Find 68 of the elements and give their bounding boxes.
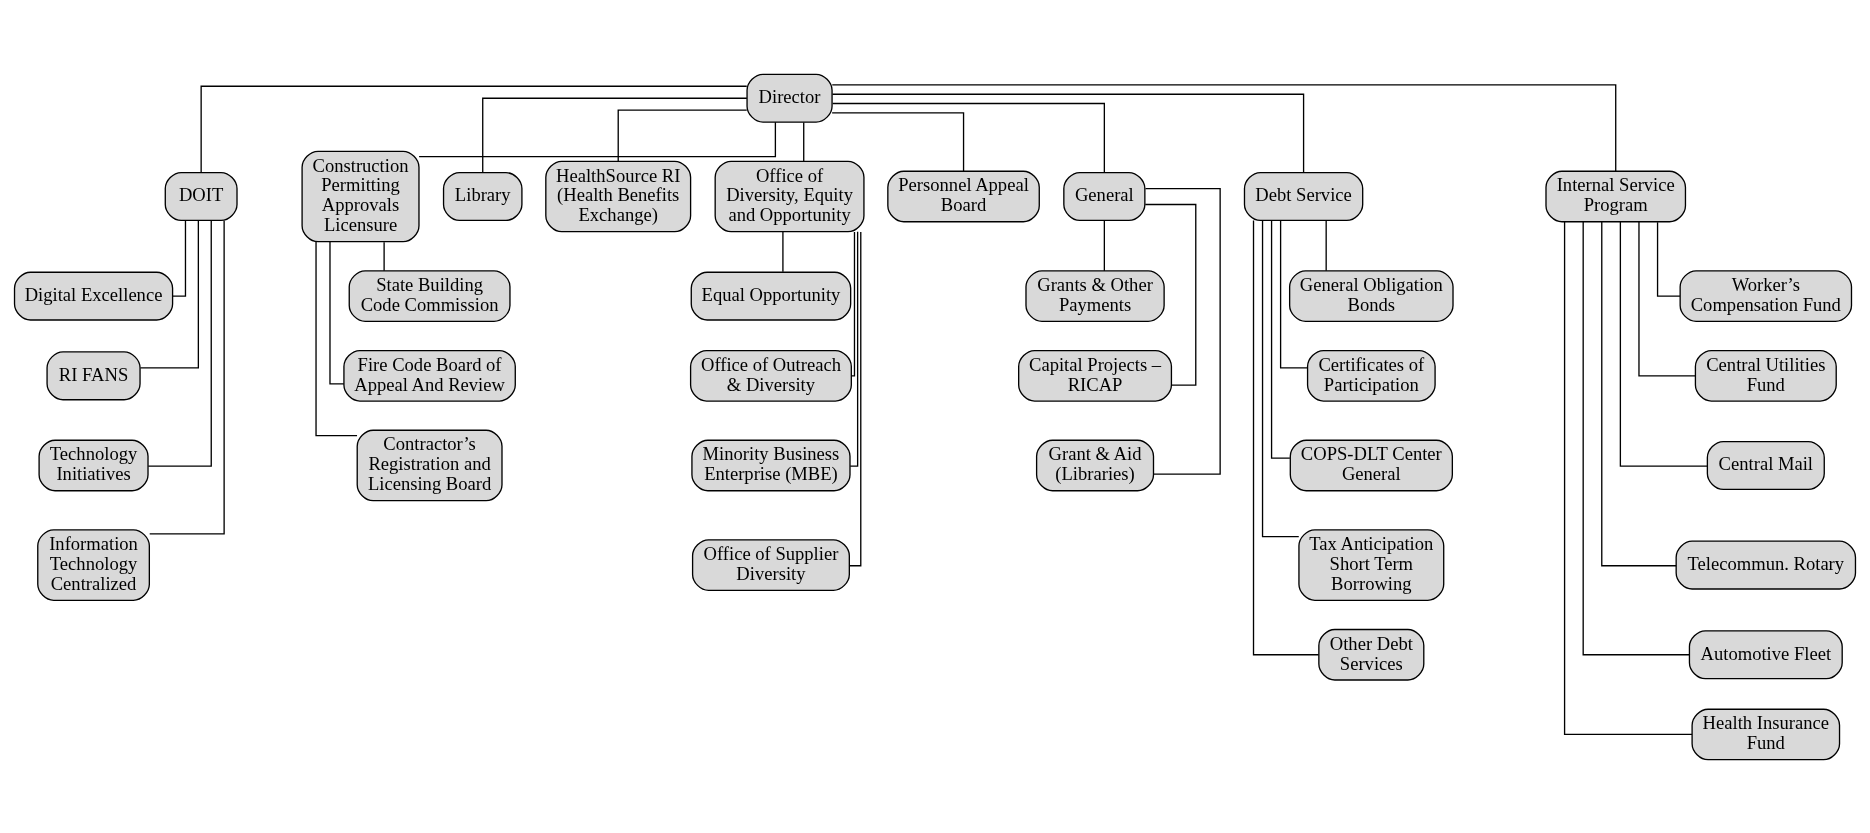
node-box: Health Insurance Fund	[1691, 708, 1841, 760]
node-box: General Obligation Bonds	[1288, 269, 1454, 322]
connector	[617, 109, 748, 162]
node-box: HealthSource RI (Health Benefits Exchange)	[545, 160, 692, 232]
node-box: Contractor’s Registration and Licensing Board	[356, 429, 503, 501]
connector	[851, 230, 856, 376]
connector	[329, 240, 345, 384]
connector	[849, 230, 859, 467]
connector	[315, 240, 358, 436]
connector	[782, 230, 784, 272]
node-box: Office of Outreach & Diversity	[689, 349, 852, 402]
connector	[1270, 219, 1291, 459]
node-box: Telecommun. Rotary	[1675, 540, 1857, 590]
node-box: Certificates of Participation	[1306, 349, 1436, 402]
connector	[172, 219, 187, 297]
node-box: Debt Service	[1243, 171, 1364, 221]
connector	[803, 121, 805, 162]
connector	[832, 102, 1105, 173]
node-box: State Building Code Commission	[348, 269, 511, 322]
connector	[1103, 219, 1105, 271]
connector	[1252, 219, 1320, 655]
connector	[1325, 219, 1327, 271]
connector	[383, 241, 385, 271]
connector	[1279, 219, 1308, 368]
connector	[147, 219, 212, 467]
connector	[831, 93, 1305, 173]
node-box: Office of Diversity, Equity and Opportunity	[714, 160, 865, 232]
node-box: Minority Business Enterprise (MBE)	[691, 439, 851, 491]
connector	[149, 219, 225, 535]
connector	[848, 230, 862, 566]
node-box: Construction Permitting Approvals Licensure	[301, 150, 420, 242]
connector	[831, 83, 1617, 172]
connector	[1563, 220, 1693, 735]
node-box: Internal Service Program	[1545, 170, 1687, 222]
connector	[1601, 220, 1677, 566]
node-box: Grant & Aid (Libraries)	[1035, 439, 1155, 491]
node-box: Digital Excellence	[13, 271, 174, 321]
node-box: Other Debt Services	[1318, 628, 1425, 681]
connector	[1638, 220, 1696, 376]
connector	[418, 121, 777, 157]
node-box: RI FANS	[46, 350, 141, 400]
node-box: Information Technology Centralized	[37, 528, 150, 601]
node-box: Worker’s Compensation Fund	[1679, 269, 1853, 322]
node-box: Central Mail	[1706, 440, 1825, 490]
node-box: Grants & Other Payments	[1025, 269, 1165, 322]
connector	[482, 97, 748, 173]
node-box: Library	[442, 171, 523, 221]
node-box: Central Utilities Fund	[1694, 349, 1837, 402]
node-box: Automotive Fleet	[1688, 629, 1843, 679]
node-box: General	[1063, 171, 1146, 221]
connector	[200, 85, 748, 173]
node-box: Fire Code Board of Appeal And Review	[343, 349, 516, 402]
connector	[1582, 220, 1691, 655]
node-box: Equal Opportunity	[690, 271, 852, 321]
connector	[1144, 187, 1221, 475]
connector	[831, 111, 965, 172]
connector	[1261, 219, 1300, 537]
node-box: Office of Supplier Diversity	[691, 538, 850, 591]
node-box: Technology Initiatives	[38, 439, 149, 491]
node-box: Personnel Appeal Board	[887, 170, 1040, 222]
connector	[1656, 221, 1681, 297]
connector	[139, 219, 200, 368]
node-box: Tax Anticipation Short Term Borrowing	[1298, 528, 1445, 601]
connector	[1619, 220, 1708, 467]
node-box: DOIT	[164, 171, 238, 221]
node-box: Director	[746, 73, 833, 123]
node-box: COPS-DLT Center General	[1289, 439, 1453, 491]
node-box: Capital Projects – RICAP	[1018, 349, 1173, 402]
